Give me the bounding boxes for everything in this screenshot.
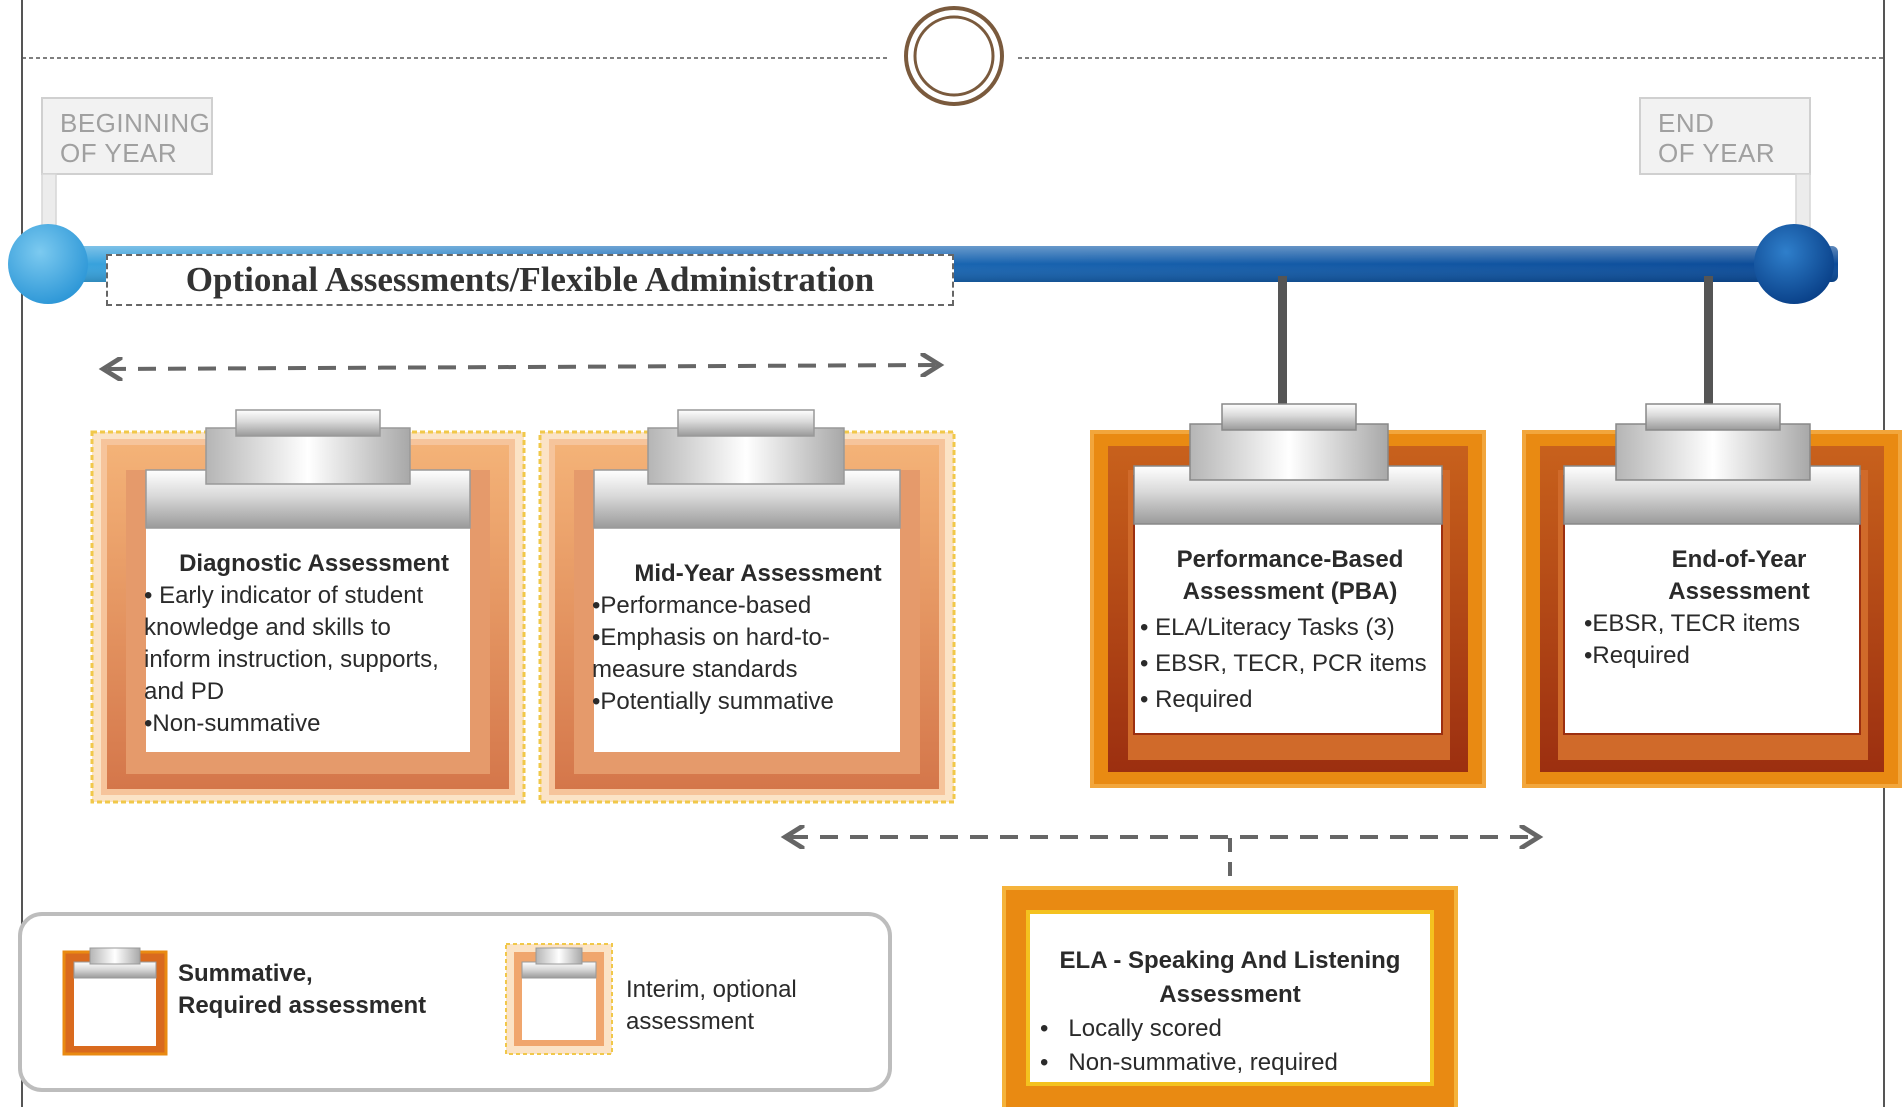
midyear-line: •Performance-based xyxy=(592,592,812,619)
speaking-title-line: Assessment xyxy=(1159,981,1301,1008)
beginning-of-year-label: BEGINNING OF YEAR xyxy=(60,108,211,168)
speaking-line: • Non-summative, required xyxy=(1040,1049,1338,1076)
diagnostic-line: knowledge and skills to xyxy=(144,614,391,641)
diagnostic-line: •Non-summative xyxy=(144,710,321,737)
pba-assessment-card: Performance-Based Assessment (PBA) • ELA… xyxy=(1140,544,1440,716)
diagnostic-assessment-card: Diagnostic Assessment • Early indicator … xyxy=(144,548,474,740)
pba-line: • Required xyxy=(1140,686,1253,713)
midyear-line: measure standards xyxy=(592,656,798,683)
speaking-listening-card: ELA - Speaking And Listening Assessment … xyxy=(1040,944,1420,1080)
midyear-assessment-title: Mid-Year Assessment xyxy=(634,560,882,587)
legend-summative-label: Summative, Required assessment xyxy=(178,960,427,1019)
optional-assessments-banner: Optional Assessments/Flexible Administra… xyxy=(106,254,954,306)
diagnostic-line: • Early indicator of student xyxy=(144,582,424,609)
diagnostic-line: inform instruction, supports, xyxy=(144,646,439,673)
midyear-line: •Potentially summative xyxy=(592,688,834,715)
page-frame xyxy=(21,0,1885,1107)
pba-line: • ELA/Literacy Tasks (3) xyxy=(1140,614,1395,641)
legend-box xyxy=(18,912,892,1092)
pba-title-line: Assessment (PBA) xyxy=(1182,578,1398,605)
eoy-line: •Required xyxy=(1584,642,1690,669)
midyear-line: •Emphasis on hard-to- xyxy=(592,624,830,651)
eoy-title-line: End-of-Year xyxy=(1671,546,1807,573)
end-of-year-label: END OF YEAR xyxy=(1658,108,1776,168)
pba-title-line: Performance-Based xyxy=(1176,546,1404,573)
diagnostic-assessment-title: Diagnostic Assessment xyxy=(179,550,449,577)
speaking-card-graphic xyxy=(1002,886,1458,1107)
eoy-card-graphic xyxy=(1522,403,1902,788)
legend-interim-label: Interim, optional assessment xyxy=(626,976,797,1035)
eoy-assessment-card: End-of-Year Assessment •EBSR, TECR items… xyxy=(1584,544,1854,672)
optional-window-arrow xyxy=(108,365,935,369)
midyear-assessment-card: Mid-Year Assessment •Performance-based •… xyxy=(592,558,902,718)
diagnostic-card-graphic xyxy=(90,409,526,804)
speaking-line: • Locally scored xyxy=(1040,1015,1222,1042)
timeline-connectors xyxy=(1278,276,1713,408)
diagnostic-line: and PD xyxy=(144,678,225,705)
midyear-card-graphic xyxy=(538,409,956,804)
speaking-title-line: ELA - Speaking And Listening xyxy=(1059,947,1401,974)
eoy-line: •EBSR, TECR items xyxy=(1584,610,1800,637)
eoy-title-line: Assessment xyxy=(1668,578,1810,605)
pba-card-graphic xyxy=(1090,403,1486,788)
pba-line: • EBSR, TECR, PCR items xyxy=(1140,650,1427,677)
